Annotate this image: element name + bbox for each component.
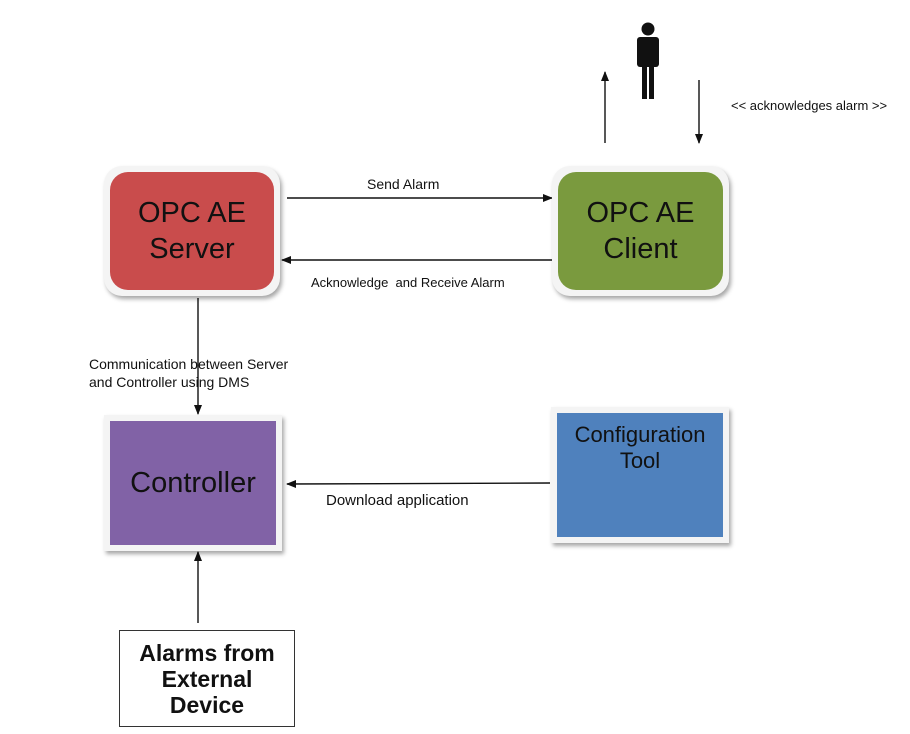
opc-ae-client-node: OPC AE Client (558, 172, 723, 290)
person-icon (637, 22, 659, 99)
ack-receive-label: Acknowledge and Receive Alarm (311, 275, 505, 290)
opc-ae-server-node: OPC AE Server (110, 172, 274, 290)
user-ack-label: << acknowledges alarm >> (731, 98, 888, 113)
controller-node: Controller (110, 421, 276, 545)
download-label: Download application (326, 492, 469, 509)
server-controller-label: Communication between Server and Control… (89, 356, 289, 390)
external-device-node: Alarms from External Device (119, 630, 295, 727)
send-alarm-label: Send Alarm (367, 176, 440, 192)
download-arrow (286, 479, 551, 488)
configuration-tool-node: Configuration Tool (557, 413, 723, 537)
